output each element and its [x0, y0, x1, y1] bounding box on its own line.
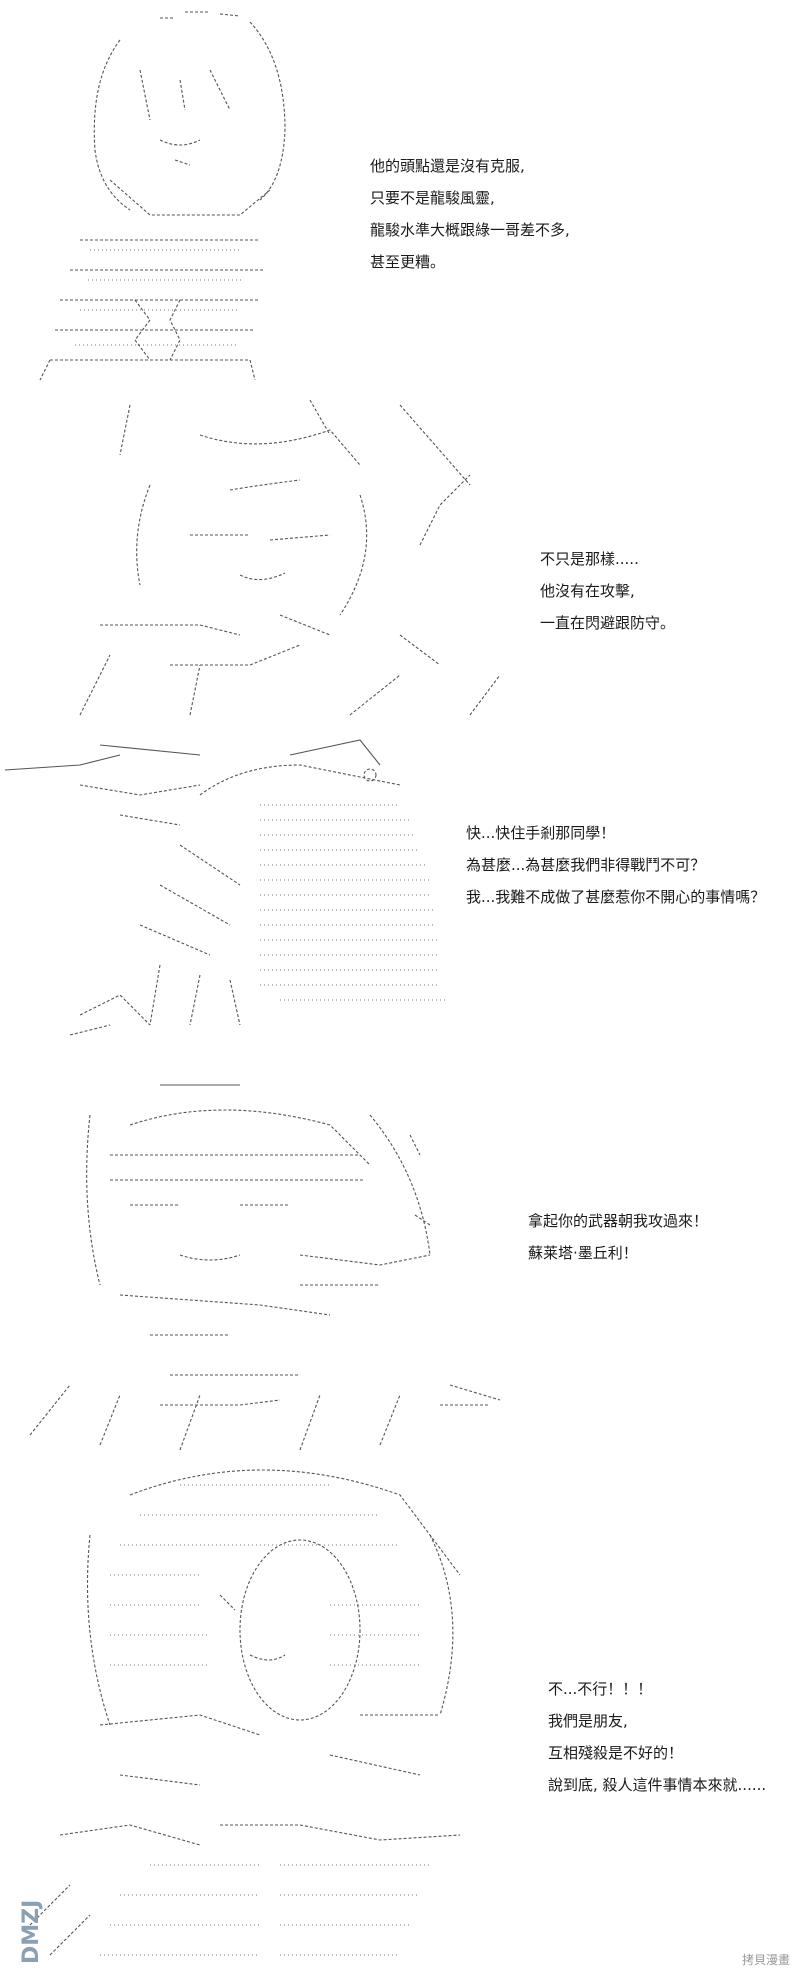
dialogue-line: 龍駿水準大概跟綠一哥差不多, — [370, 221, 570, 239]
dialogue-box-1: 他的頭點還是沒有克服, 只要不是龍駿風靈, 龍駿水準大概跟綠一哥差不多, 甚至更… — [370, 150, 570, 278]
dialogue-line: 我們是朋友, — [548, 1712, 628, 1730]
dialogue-line: 快...快住手剎那同學！ — [466, 824, 616, 842]
ascii-art-girl-face-closeup — [29, 1469, 461, 1956]
dialogue-box-4: 拿起你的武器朝我攻過來！ 蘇莱塔·墨丘利！ — [528, 1205, 708, 1269]
dialogue-line: 甚至更糟。 — [370, 253, 446, 271]
ascii-art-girl-in-cockpit — [4, 739, 445, 1036]
site-logo-watermark: DMZJ — [19, 1900, 44, 1964]
dialogue-box-3: 快...快住手剎那同學！ 為甚麼...為甚麼我們非得戰鬥不可？ 我...我難不成… — [466, 817, 765, 913]
dialogue-line: 拿起你的武器朝我攻過來！ — [528, 1212, 709, 1230]
dialogue-line: 只要不是龍駿風靈, — [370, 189, 495, 207]
dialogue-box-2: 不只是那樣..... 他沒有在攻擊, 一直在閃避跟防守。 — [540, 543, 675, 639]
panel-4: 拿起你的武器朝我攻過來！ 蘇莱塔·墨丘利！ — [0, 1055, 800, 1455]
dialogue-line: 一直在閃避跟防守。 — [540, 614, 676, 632]
dialogue-line: 他沒有在攻擊, — [540, 582, 635, 600]
ascii-art-girl-portrait — [39, 11, 286, 381]
panel-3: 快...快住手剎那同學！ 為甚麼...為甚麼我們非得戰鬥不可？ 我...我難不成… — [0, 725, 800, 1055]
dialogue-line: 我...我難不成做了甚麼惹你不開心的事情嗎？ — [466, 888, 766, 906]
dialogue-box-5: 不...不行！！！ 我們是朋友, 互相殘殺是不好的！ 說到底, 殺人這件事情本來… — [548, 1673, 766, 1801]
dialogue-line: 不只是那樣..... — [540, 550, 639, 568]
dialogue-line: 為甚麼...為甚麼我們非得戰鬥不可？ — [466, 856, 706, 874]
dialogue-line: 蘇莱塔·墨丘利！ — [528, 1244, 638, 1262]
dialogue-line: 他的頭點還是沒有克服, — [370, 157, 525, 175]
ascii-art-girl-with-helmet — [29, 1084, 501, 1451]
panel-5: 不...不行！！！ 我們是朋友, 互相殘殺是不好的！ 說到底, 殺人這件事情本來… — [0, 1455, 800, 1976]
logo-text: DMZJ — [19, 1900, 44, 1964]
dialogue-line: 不...不行！！！ — [548, 1680, 653, 1698]
credit-watermark: 拷貝漫畫 — [741, 1953, 790, 1967]
panel-1: 他的頭點還是沒有克服, 只要不是龍駿風靈, 龍駿水準大概跟綠一哥差不多, 甚至更… — [0, 0, 800, 395]
ascii-art-boy-with-hat — [79, 399, 501, 716]
dialogue-line: 說到底, 殺人這件事情本來就...... — [548, 1776, 767, 1794]
panel-2: 不只是那樣..... 他沒有在攻擊, 一直在閃避跟防守。 — [0, 395, 800, 725]
dialogue-line: 互相殘殺是不好的！ — [548, 1744, 684, 1762]
